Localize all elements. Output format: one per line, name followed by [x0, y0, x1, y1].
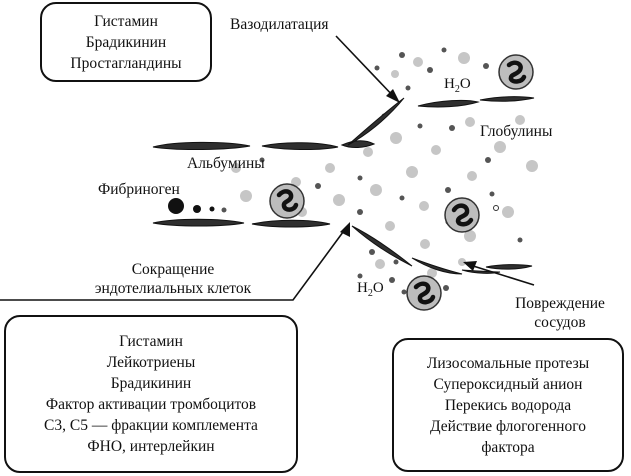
box-line: Лизосомальные протезы	[426, 354, 590, 372]
damage-pointer	[469, 264, 535, 286]
contraction-line: Сокращение	[131, 261, 215, 278]
box-line: ФНО, интерлейкин	[87, 438, 215, 455]
mediators-bottom-right-box: Лизосомальные протезы Супероксидный анио…	[392, 338, 624, 472]
water-symbol: H	[444, 76, 455, 92]
damage-arrowhead	[463, 261, 477, 271]
contraction-pointer	[0, 227, 347, 301]
box-line: С3, С5 — фракции комплемента	[44, 417, 258, 434]
box-line: Перекись водорода	[444, 396, 572, 414]
vasodilation-pointer	[335, 35, 397, 100]
water-suffix: O	[372, 280, 384, 296]
box-line: Гистамин	[119, 333, 183, 350]
contraction-line: эндотелиальных клеток	[94, 280, 252, 297]
mediators-top-left-box: Гистамин Брадикинин Простагландины	[40, 2, 212, 82]
water-subscript: 2	[454, 84, 460, 95]
box-line: Брадикинин	[85, 33, 167, 51]
water-symbol: H	[357, 280, 368, 296]
vasodilation-label: Вазодилатация	[230, 16, 329, 33]
box-line: Простагландины	[70, 54, 182, 72]
box-line: Действие флогогенного	[430, 417, 586, 435]
vessel-walls	[152, 96, 535, 275]
box-line: Лейкотриены	[106, 354, 196, 371]
vasodilation-arrowhead	[386, 89, 400, 103]
water-label-top: H2O	[444, 76, 471, 95]
fibrinogen-label: Фибриноген	[98, 181, 180, 198]
small-vesicle	[493, 205, 499, 211]
damage-line: сосудов	[534, 314, 586, 331]
box-line: Гистамин	[94, 12, 158, 30]
water-suffix: O	[459, 76, 471, 92]
fibrinogen-dots	[168, 198, 215, 214]
box-line: Фактор активации тромбоцитов	[45, 396, 257, 413]
water-subscript: 2	[367, 288, 373, 299]
globulins-label: Глобулины	[480, 123, 553, 140]
pointer-lines	[0, 35, 535, 301]
contraction-arrowhead	[340, 222, 350, 237]
mediators-bottom-left-box: Гистамин Лейкотриены Брадикинин Фактор а…	[4, 315, 298, 473]
box-line: Брадикинин	[110, 375, 192, 392]
leukocytes	[269, 54, 534, 311]
damage-line: Повреждение	[515, 295, 605, 312]
water-label-bottom: H2O	[357, 280, 384, 299]
box-line: фактора	[481, 438, 535, 456]
albumins-label: Альбумины	[187, 155, 265, 172]
contraction-label: Сокращение эндотелиальных клеток	[82, 260, 264, 298]
vessel-damage-label: Повреждение сосудов	[506, 294, 614, 332]
protein-particles	[221, 47, 538, 295]
box-line: Супероксидный анион	[433, 375, 583, 393]
